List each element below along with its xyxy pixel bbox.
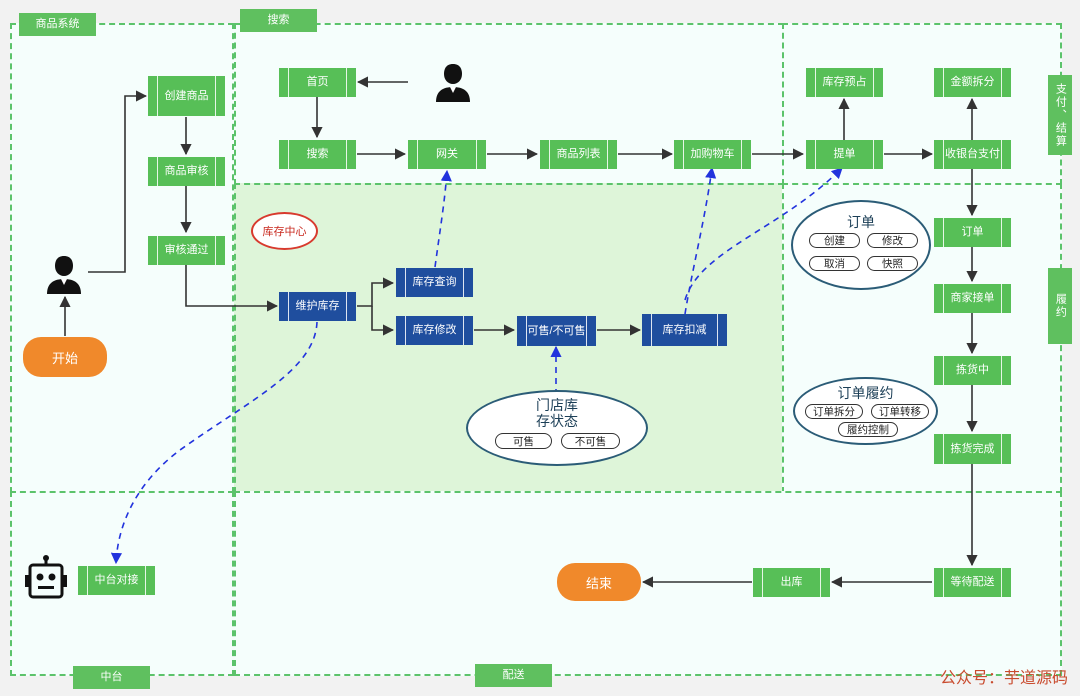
dash-deduct-submit [684, 167, 843, 301]
chip-fulfillment-control: 履约控制 [838, 422, 898, 437]
node-picking: 拣货中 [934, 356, 1011, 385]
node-search: 搜索 [279, 140, 356, 169]
node-sellable: 可售/不可售 [517, 316, 596, 346]
chip-modify: 修改 [867, 233, 918, 248]
robot-icon [25, 555, 67, 599]
node-outbound: 出库 [753, 568, 830, 597]
node-wait-delivery: 等待配送 [934, 568, 1011, 597]
watermark: 公众号：芋道源码 [939, 670, 1068, 687]
node-submit-order: 提单 [806, 140, 883, 169]
node-order: 订单 [934, 218, 1011, 247]
zone-label-product-system: 商品系统 [19, 13, 96, 36]
node-gateway: 网关 [408, 140, 486, 169]
node-product-review: 商品审核 [148, 157, 225, 186]
order-fulfillment-group: 订单履约 订单拆分 订单转移 履约控制 [793, 377, 938, 445]
node-stock-query: 库存查询 [396, 268, 473, 297]
chip-cancel: 取消 [809, 256, 860, 271]
link-user-create [88, 90, 148, 273]
chip-sellable: 可售 [495, 433, 552, 449]
order-group-title: 订单 [847, 214, 875, 230]
chip-unsellable: 不可售 [561, 433, 620, 449]
node-amount-split: 金额拆分 [934, 68, 1011, 97]
chip-order-transfer: 订单转移 [871, 404, 929, 419]
user-icon [436, 64, 470, 102]
user-icon [47, 256, 81, 294]
link-maintain-branch [357, 277, 395, 307]
chip-create: 创建 [809, 233, 860, 248]
node-product-list: 商品列表 [540, 140, 617, 169]
store-stock-status-group: 门店库存状态 可售 不可售 [466, 390, 648, 466]
order-group: 订单 创建 修改 取消 快照 [791, 200, 931, 290]
node-maintain-stock: 维护库存 [279, 292, 356, 321]
store-stock-status-title: 门店库存状态 [536, 397, 578, 430]
link-maintain-modify [371, 306, 395, 336]
dash-maintain-middle [110, 321, 318, 565]
zone-label-delivery: 配送 [475, 664, 552, 687]
link-passed-maintain [185, 264, 279, 312]
start-node: 开始 [23, 337, 107, 377]
node-stock-reserve: 库存预占 [806, 68, 883, 97]
node-checkout-pay: 收银台支付 [934, 140, 1011, 169]
node-merchant-accept: 商家接单 [934, 284, 1011, 313]
zone-label-fulfillment: 履约 [1048, 268, 1072, 344]
node-picking-done: 拣货完成 [934, 434, 1011, 464]
node-review-passed: 审核通过 [148, 236, 225, 265]
dash-query-gateway [434, 169, 452, 268]
node-add-cart: 加购物车 [674, 140, 751, 169]
dash-deduct-cart [684, 166, 717, 315]
zone-label-payment: 支付、结算 [1048, 75, 1072, 155]
chip-snapshot: 快照 [867, 256, 918, 271]
zone-label-middle-platform: 中台 [73, 666, 150, 689]
chip-order-split: 订单拆分 [805, 404, 863, 419]
node-middle-docking: 中台对接 [78, 566, 155, 595]
node-stock-modify: 库存修改 [396, 316, 473, 345]
zone-label-search: 搜索 [240, 9, 317, 32]
node-home: 首页 [279, 68, 356, 97]
node-stock-deduct: 库存扣减 [642, 314, 727, 346]
end-node: 结束 [557, 563, 641, 601]
inventory-center-label: 库存中心 [251, 212, 318, 250]
node-create-product: 创建商品 [148, 76, 225, 116]
order-fulfillment-title: 订单履约 [837, 385, 894, 401]
